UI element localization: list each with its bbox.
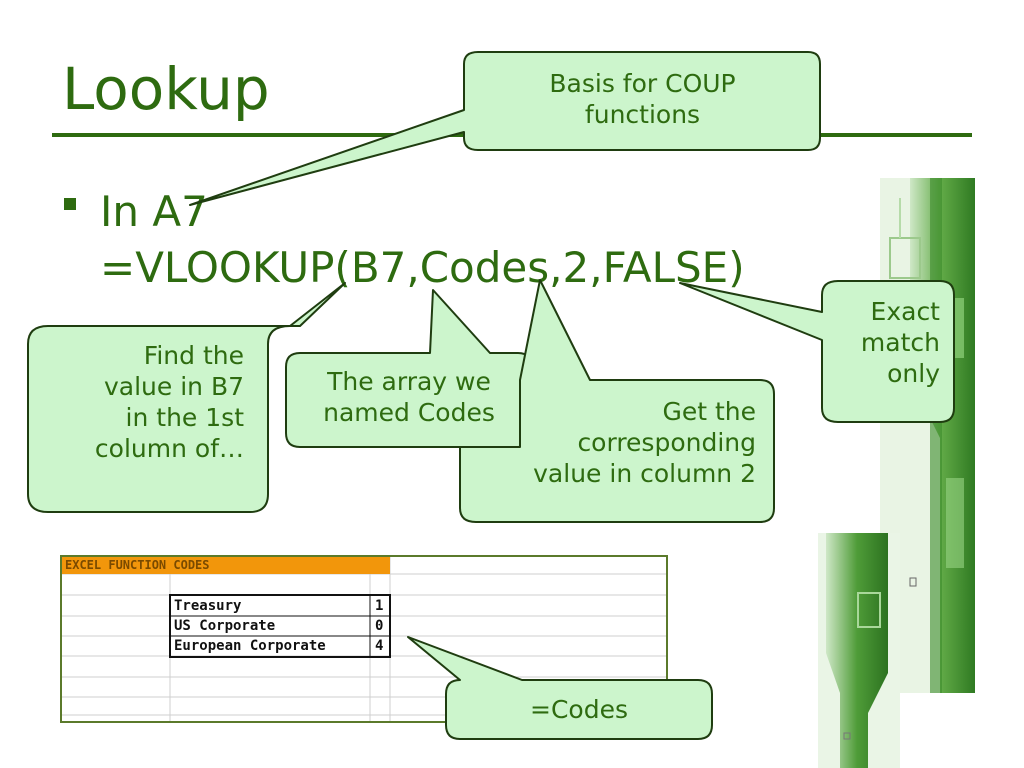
bullet-icon [64,198,76,210]
formula-close: ) [728,243,745,292]
callout-array-text: The array we named Codes [323,367,495,427]
formula-text: =VLOOKUP(B7,Codes,2,FALSE) [100,240,745,296]
formula-arg-column: 2 [562,243,590,292]
formula-sep: , [549,243,563,292]
code-name-cell: US Corporate [174,618,276,634]
callout-codes-shape [407,636,713,740]
callout-codes-text: =Codes [530,695,628,724]
code-value-cell: 1 [375,598,384,614]
formula-arg-lookup: B7 [350,243,407,292]
formula-eq: =VLOOKUP( [100,243,351,292]
callout-exact-shape [679,280,955,423]
callout-get-text: Get the corresponding value in column 2 [533,397,756,488]
slide-title: Lookup [62,55,270,123]
formula-sep: , [406,243,420,292]
callout-find-shape [27,282,346,513]
formula-sep: , [589,243,603,292]
callout-exact-text: Exact match only [860,297,940,388]
circuit-decoration-bottom [818,533,900,768]
code-value-cell: 4 [375,638,384,654]
code-value-cell: 0 [375,618,384,634]
formula-arg-range: FALSE [602,243,729,292]
callout-basis-text: Basis for COUP functions [549,69,736,129]
formula-arg-array: Codes [419,243,550,292]
callout-get-shape [459,279,775,523]
bullet-text: In A7 [100,187,208,236]
sheet-header: EXCEL FUNCTION CODES [62,557,390,574]
code-name-cell: European Corporate [174,638,326,654]
code-name-cell: Treasury [174,598,242,614]
callout-basis-shape [189,51,821,206]
callout-find-text: Find the value in B7 in the 1st column o… [94,341,244,463]
